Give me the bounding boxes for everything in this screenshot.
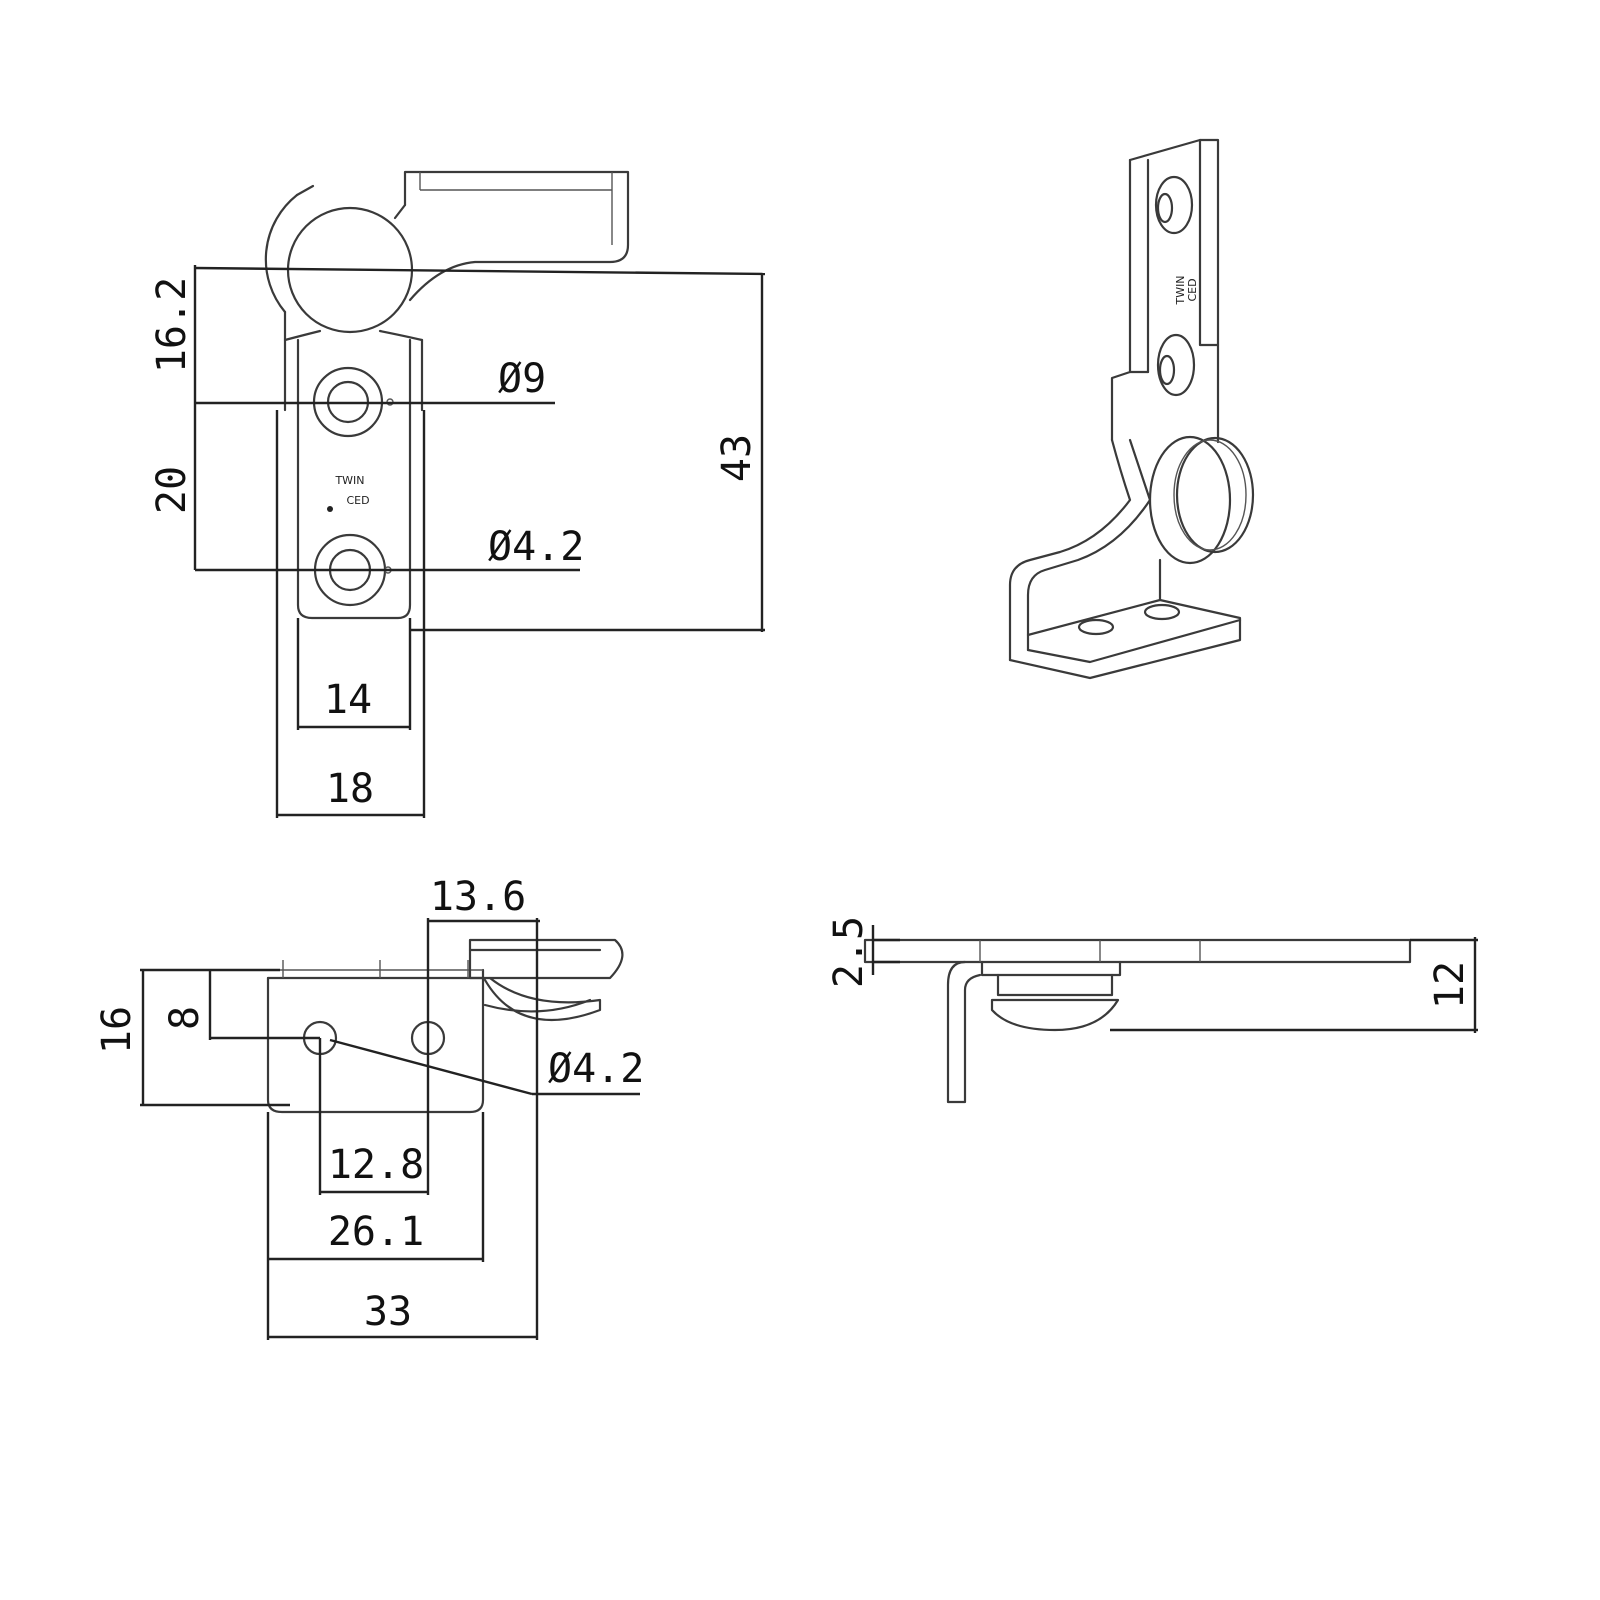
- isometric-view: TWIN CED: [1008, 138, 1255, 680]
- dim-diameter-9-label: Ø9: [498, 356, 546, 402]
- dim-33-label: 33: [364, 1289, 412, 1335]
- dim-diameter-4-2-plan-label: Ø4.2: [548, 1046, 644, 1092]
- side-view-dimensions: [871, 925, 1478, 1033]
- plan-view-part-outline: [266, 938, 624, 1114]
- front-view: TWIN CED 16.2 Ø9 43 20 Ø4.2 14 18: [149, 170, 766, 818]
- dim-43-label: 43: [714, 434, 760, 482]
- dim-2-5-label: 2.5: [826, 916, 872, 988]
- plan-view: 13.6 16 8 Ø4.2 12.8 26.1 33: [94, 874, 644, 1340]
- dim-26-1-label: 26.1: [328, 1209, 424, 1255]
- front-logo-line2: CED: [346, 494, 369, 507]
- plan-view-dimensions: [140, 918, 640, 1340]
- dim-12-8-label: 12.8: [328, 1142, 424, 1188]
- isometric-logo: TWIN CED: [1174, 275, 1199, 305]
- front-logo-line1: TWIN: [334, 474, 364, 487]
- iso-logo-line1: TWIN: [1174, 275, 1187, 305]
- dim-12-label: 12: [1427, 961, 1473, 1009]
- front-view-dimensions: [193, 265, 766, 818]
- iso-logo-line2: CED: [1186, 278, 1199, 301]
- dim-18-label: 18: [326, 766, 374, 812]
- dim-20-label: 20: [149, 466, 195, 514]
- dim-13-6-label: 13.6: [430, 874, 526, 920]
- side-view: 2.5 12: [826, 916, 1478, 1104]
- dim-16-label: 16: [94, 1006, 140, 1054]
- dim-diameter-4-2-label: Ø4.2: [488, 524, 584, 570]
- dim-14-label: 14: [324, 677, 372, 723]
- dim-16-2-label: 16.2: [149, 277, 195, 373]
- front-view-logo: TWIN CED: [327, 474, 370, 512]
- side-view-part-outline: [863, 938, 1412, 1104]
- isometric-part-outline: [1008, 138, 1255, 680]
- dim-8-label: 8: [162, 1006, 208, 1030]
